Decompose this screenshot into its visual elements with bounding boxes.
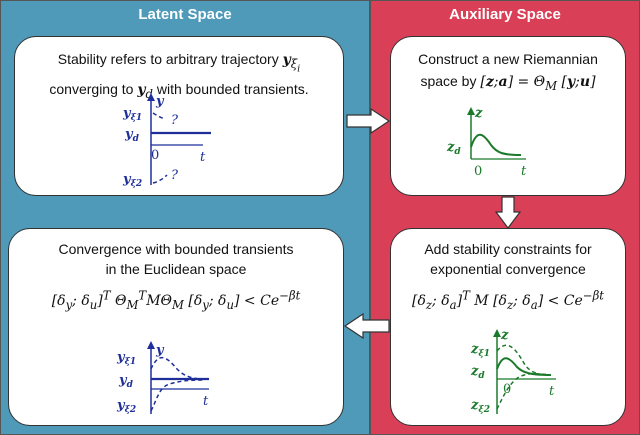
latent-space-title: Latent Space (138, 6, 232, 23)
stability-text: Stability refers to arbitrary trajectory… (49, 51, 309, 101)
axis-t-label: t (203, 394, 209, 409)
axis-z-label: z (500, 328, 509, 343)
axis-y-label: y (155, 94, 165, 109)
construct-formula: space by [z;a] = ΘM [y;u] (420, 73, 596, 93)
arrow-left-icon (343, 313, 390, 339)
convergence-text-line1: Convergence with bounded transients (58, 241, 294, 257)
axis-z-label: z (474, 106, 483, 121)
convergence-box: Convergence with bounded transients in t… (8, 228, 344, 426)
auxiliary-space-title: Auxiliary Space (449, 6, 561, 23)
y-xi1-label: yξ1 (122, 106, 142, 123)
convergence-text-line2: in the Euclidean space (105, 261, 247, 277)
auxiliary-trajectory-sketch: z zd 0 t (446, 106, 527, 179)
z-axis-arrowhead (467, 107, 475, 115)
q-mark-1: ? (171, 113, 179, 128)
zero-label: 0 (474, 164, 482, 179)
arrow-right-icon (346, 108, 391, 134)
convergence-formula: [δy; δu]T ΘMTMΘM [δy; δu] < Ce−βt (51, 288, 301, 312)
zero-label: 0 (151, 148, 159, 163)
y-xi2-label: yξ2 (122, 172, 142, 189)
construct-text-line1: Construct a new Riemannian (418, 51, 598, 67)
arrow-down-icon (494, 196, 522, 229)
z-xi1-label: zξ1 (470, 342, 490, 359)
z-trajectory (470, 133, 522, 156)
z-axis-arrowhead (493, 329, 501, 337)
construct-space-box: Construct a new Riemannian space by [z;a… (390, 36, 626, 196)
convergence-sketch: y t yξ1 yd yξ2 (116, 341, 209, 415)
y-xi1-label: yξ1 (116, 350, 136, 367)
stability-constraints-box: Add stability constraints for exponentia… (390, 228, 626, 426)
constraints-text-line1: Add stability constraints for (424, 241, 592, 257)
constraint-trajectory-sketch: z zξ1 zd 0 t zξ2 (470, 328, 556, 415)
axis-t-label: t (200, 150, 206, 165)
z-d-label: zd (446, 140, 461, 157)
z-xi1-trajectory (496, 344, 552, 376)
z-xi2-label: zξ2 (470, 398, 490, 415)
y-xi2-trajectory (150, 379, 206, 412)
latent-trajectory-sketch: y ? ? t 0 yξ1 yd yξ2 (122, 93, 211, 189)
y-xi1-dash (152, 112, 166, 120)
z-trajectory (496, 357, 552, 376)
axis-t-label: t (549, 384, 555, 399)
constraints-text-line2: exponential convergence (430, 261, 586, 277)
constraints-formula: [δz; δa]T M [δz; δa] < Ce−βt (411, 288, 604, 312)
axis-t-label: t (521, 164, 527, 179)
stability-definition-box: Stability refers to arbitrary trajectory… (14, 36, 344, 196)
q-mark-2: ? (171, 168, 179, 183)
y-xi2-dash (152, 174, 168, 184)
z-d-label: zd (470, 364, 485, 381)
y-d-label: yd (124, 127, 140, 144)
axis-y-label: y (155, 343, 165, 358)
y-xi1-trajectory (150, 357, 206, 380)
y-axis-arrowhead (147, 93, 155, 101)
y-d-label: yd (118, 373, 134, 390)
zero-label: 0 (503, 382, 511, 397)
y-axis-arrowhead (147, 341, 155, 349)
y-xi2-label: yξ2 (116, 398, 136, 415)
